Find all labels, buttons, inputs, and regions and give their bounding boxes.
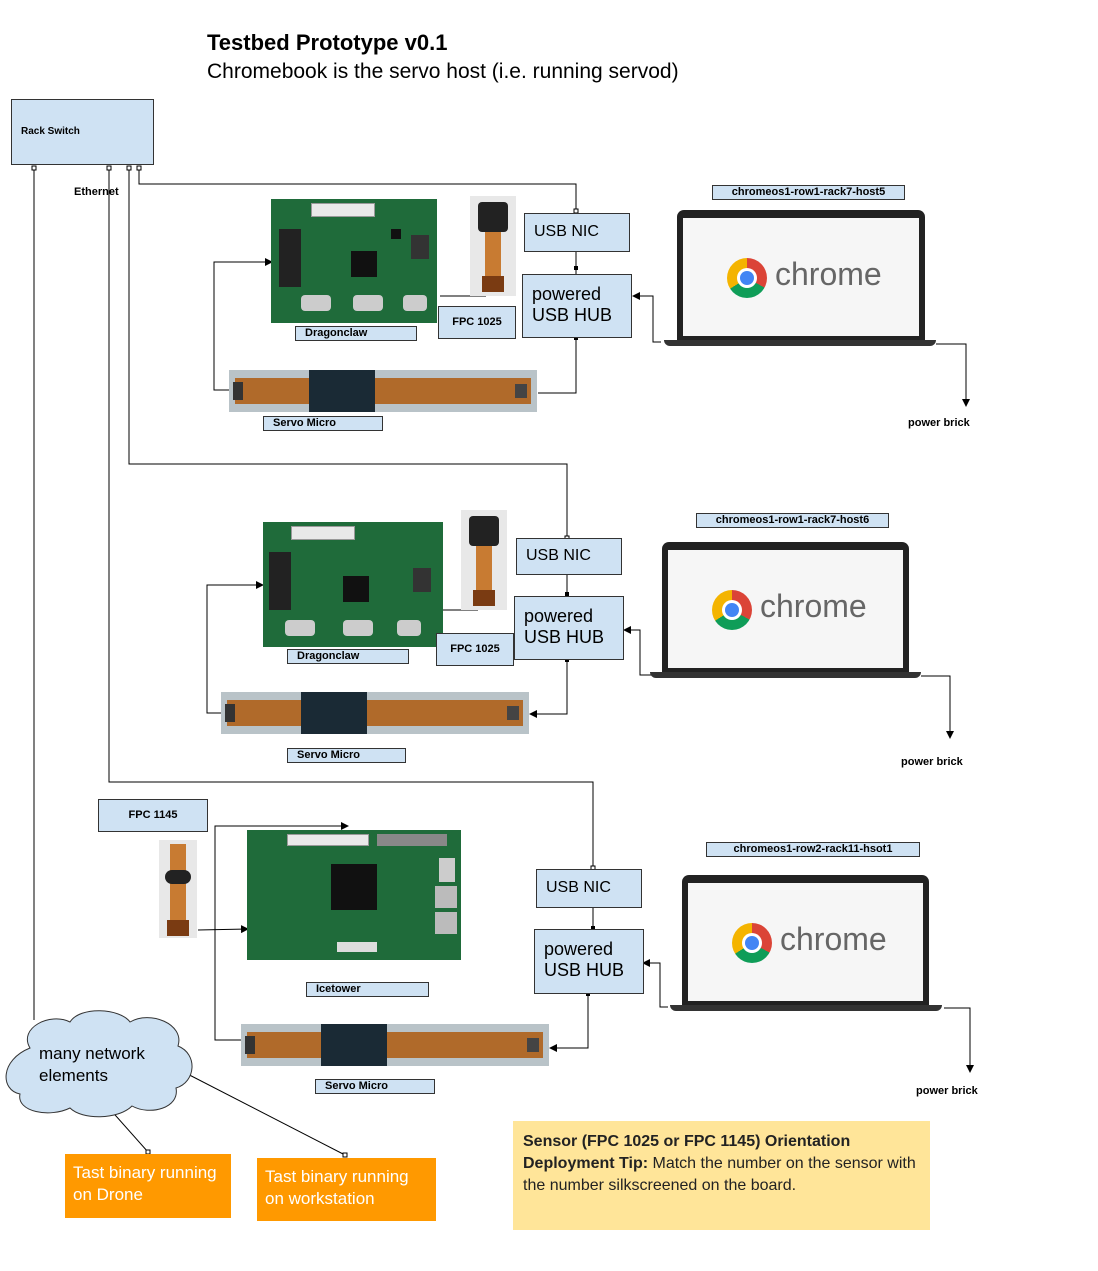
usb-nic-3: USB NIC — [536, 869, 642, 908]
chrome-logo-icon — [727, 258, 767, 298]
chrome-logo-icon — [712, 590, 752, 630]
host-label: chromeos1-row2-rack11-hsot1 — [706, 842, 920, 857]
laptop-base — [670, 1005, 942, 1011]
chromebook-laptop: chrome — [662, 542, 909, 672]
fpc-sensor-photo — [470, 196, 516, 296]
ethernet-label: Ethernet — [74, 186, 119, 198]
usb-hub-3: powered USB HUB — [534, 929, 644, 994]
usb-nic-2-label: USB NIC — [526, 547, 591, 564]
fpc-1025-label: FPC 1025 — [438, 306, 516, 339]
usb-hub-1-line1: powered — [532, 284, 602, 304]
chrome-logo-icon — [732, 923, 772, 963]
rack-switch-label: Rack Switch — [21, 126, 80, 137]
laptop-base — [664, 340, 936, 346]
chrome-text: chrome — [780, 921, 887, 957]
host-label: chromeos1-row1-rack7-host5 — [712, 185, 905, 200]
usb-nic-2: USB NIC — [516, 538, 622, 575]
tast-workstation-box: Tast binary running on workstation — [257, 1158, 436, 1221]
cloud-label: many network elements — [39, 1044, 145, 1085]
usb-nic-3-label: USB NIC — [546, 879, 611, 896]
dragonclaw-label: Dragonclaw — [287, 649, 409, 664]
tip-heading: Sensor (FPC 1025 or FPC 1145) Orientatio… — [523, 1133, 851, 1172]
servo-micro-label: Servo Micro — [287, 748, 406, 763]
servo-micro-label: Servo Micro — [315, 1079, 435, 1094]
icetower-label: Icetower — [306, 982, 429, 997]
power-brick-label: power brick — [916, 1085, 978, 1097]
deployment-tip: Sensor (FPC 1025 or FPC 1145) Orientatio… — [513, 1121, 930, 1230]
diagram-subtitle: Chromebook is the servo host (i.e. runni… — [207, 60, 679, 83]
servo-micro-photo — [221, 692, 529, 734]
network-cloud — [5, 1010, 193, 1118]
fpc-1025-label: FPC 1025 — [436, 633, 514, 666]
chromebook-laptop: chrome — [682, 875, 929, 1005]
usb-hub-3-line2: USB HUB — [544, 960, 625, 980]
servo-micro-photo — [229, 370, 537, 412]
usb-nic-1: USB NIC — [524, 213, 630, 252]
dragonclaw-board-photo — [263, 522, 443, 647]
tast-drone-box: Tast binary running on Drone — [65, 1154, 231, 1218]
servo-micro-photo — [241, 1024, 549, 1066]
chrome-text: chrome — [775, 256, 882, 292]
laptop-base — [650, 672, 921, 678]
usb-hub-2-line2: USB HUB — [524, 627, 605, 647]
chromebook-laptop: chrome — [677, 210, 925, 340]
dragonclaw-label: Dragonclaw — [295, 326, 417, 341]
usb-hub-1-line2: USB HUB — [532, 305, 613, 325]
power-brick-label: power brick — [901, 756, 963, 768]
icetower-board-photo — [247, 830, 461, 960]
usb-hub-2-line1: powered — [524, 606, 594, 626]
host-label: chromeos1-row1-rack7-host6 — [696, 513, 889, 528]
usb-hub-2: powered USB HUB — [514, 596, 624, 660]
usb-hub-1: powered USB HUB — [522, 274, 632, 338]
diagram-title: Testbed Prototype v0.1 — [207, 30, 448, 55]
rack-switch: Rack Switch — [11, 99, 154, 165]
fpc-sensor-photo — [461, 510, 507, 610]
fpc-1145-label: FPC 1145 — [98, 799, 208, 832]
chrome-text: chrome — [760, 588, 867, 624]
usb-hub-3-line1: powered — [544, 939, 614, 959]
fpc-1145-sensor-photo — [159, 840, 197, 938]
tip-body: Match the number on the sensor with the … — [523, 1155, 916, 1194]
usb-nic-1-label: USB NIC — [534, 223, 599, 240]
servo-micro-label: Servo Micro — [263, 416, 383, 431]
power-brick-label: power brick — [908, 417, 970, 429]
dragonclaw-board-photo — [271, 199, 437, 323]
